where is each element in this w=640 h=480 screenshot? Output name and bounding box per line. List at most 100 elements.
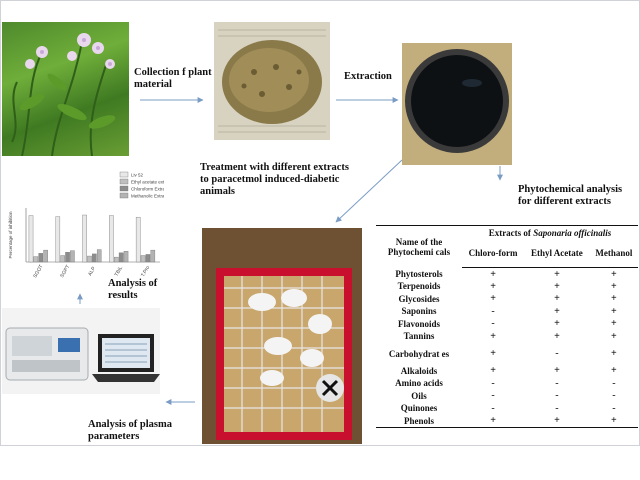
row-name: Quinones <box>400 403 438 414</box>
bar <box>65 252 70 263</box>
x-tick-label: TBIL <box>114 265 125 277</box>
row-value: + <box>554 305 560 317</box>
row-value: - <box>491 305 495 317</box>
row-value: + <box>490 280 496 292</box>
row-name: Tannins <box>403 331 435 342</box>
row-name: Oils <box>411 390 427 401</box>
table-header-name: Name of the Phytochemi cals <box>376 225 462 268</box>
bar <box>140 255 146 263</box>
legend-label: Liv 52 <box>131 173 144 178</box>
row-value: - <box>555 348 559 359</box>
plant-photo <box>2 22 129 156</box>
legend-label: Ethyl acetate extract <box>131 180 164 185</box>
dried-material-photo <box>214 22 330 140</box>
row-value: + <box>611 348 617 359</box>
legend-swatch <box>119 178 129 185</box>
row-value: + <box>554 280 560 292</box>
x-tick-label: SGPT <box>59 264 71 279</box>
bar <box>33 256 39 263</box>
extract-jar-photo <box>402 43 512 165</box>
row-value: + <box>490 365 496 377</box>
caption-collection: Collection f plant material <box>134 67 212 90</box>
row-name: Phytosterols <box>395 268 443 279</box>
bar <box>87 255 92 263</box>
caption-analysis-results: Analysis of results <box>108 278 158 301</box>
x-tick-label: T.Pro <box>140 265 151 278</box>
treated-animals-photo <box>202 228 362 444</box>
bar <box>118 252 124 263</box>
y-axis-label: Percentage of inhibition <box>8 211 13 259</box>
row-value: - <box>491 390 495 402</box>
row-value: + <box>611 365 617 377</box>
bar <box>113 256 119 263</box>
row-value: + <box>611 318 617 330</box>
caption-treatment: Treatment with different extracts to par… <box>200 162 349 197</box>
row-value: + <box>490 293 496 305</box>
legend-swatch <box>119 171 129 178</box>
row-name: Phenols <box>376 414 462 428</box>
table-row: Oils - - - <box>376 390 638 403</box>
legend-label: Methanolic Extract <box>131 194 164 199</box>
row-value: + <box>589 414 638 428</box>
row-value: - <box>555 390 559 402</box>
row-value: + <box>490 268 496 280</box>
extracts-prefix: Extracts of <box>488 227 531 238</box>
row-value: + <box>554 293 560 305</box>
table-row: Flavonoids - + + <box>376 318 638 331</box>
row-value: + <box>611 293 617 305</box>
bar <box>109 215 114 263</box>
row-name: Terpenoids <box>397 281 441 292</box>
col-ethyl-acetate: Ethyl Acetate <box>524 239 590 268</box>
table-row: Quinones - - - <box>376 402 638 415</box>
caption-phytochemical-analysis: Phytochemical analysis for different ext… <box>518 184 623 207</box>
col-methanol: Methanol <box>589 239 638 268</box>
caption-analysis-plasma: Analysis of plasma parameters <box>88 419 173 442</box>
extracts-species: Saponaria officinalis <box>533 227 612 238</box>
bar <box>70 250 75 263</box>
bar <box>135 216 141 263</box>
row-value: + <box>554 318 560 330</box>
row-name: Flavonoids <box>397 318 440 329</box>
bar <box>123 250 129 263</box>
legend-swatch <box>119 185 129 192</box>
row-value: - <box>612 402 616 414</box>
legend-label: Chloroform Extract <box>131 187 164 192</box>
row-value: + <box>611 280 617 292</box>
row-value: - <box>491 318 495 330</box>
row-value: - <box>555 377 559 389</box>
row-value: + <box>490 348 496 359</box>
row-value: + <box>611 305 617 317</box>
legend-swatch <box>119 192 129 199</box>
row-name: Carbohydrat es <box>388 348 450 359</box>
table-row: Carbohydrat es + - + <box>376 343 638 365</box>
row-name: Saponins <box>401 306 437 317</box>
bar <box>92 253 97 263</box>
analyzer-photo <box>2 308 160 394</box>
col-chloroform: Chloro-form <box>462 239 525 268</box>
bar <box>38 253 44 263</box>
row-value: + <box>554 268 560 280</box>
row-value: - <box>555 402 559 414</box>
row-value: - <box>491 377 495 389</box>
table-row: Amino acids--- <box>376 377 638 390</box>
table-header-extracts: Extracts of Saponaria officinalis <box>462 225 638 240</box>
row-value: - <box>612 390 616 402</box>
bar <box>150 249 156 263</box>
table-row: Alkaloids + + + <box>376 365 638 378</box>
phytochemical-table: Name of the Phytochemi cals Extracts of … <box>376 225 638 428</box>
bar <box>145 254 151 263</box>
row-name: Glycosides <box>398 293 440 304</box>
results-bar-chart: Liv 52 Ethyl acetate extractChloroform Ex… <box>2 170 173 298</box>
row-value: + <box>462 414 525 428</box>
table-row: Terpenoids + + + <box>376 280 638 293</box>
table-row: Glycosides + + + <box>376 293 638 306</box>
row-value: - <box>491 402 495 414</box>
table-row: Saponins - + + <box>376 305 638 318</box>
row-value: + <box>554 330 560 342</box>
row-name: Alkaloids <box>400 365 438 376</box>
bar <box>96 249 102 263</box>
row-name: Amino acids <box>395 378 443 389</box>
x-tick-label: SGOT <box>32 264 44 279</box>
table-row: Phytosterols+++ <box>376 268 638 281</box>
row-value: + <box>554 365 560 377</box>
